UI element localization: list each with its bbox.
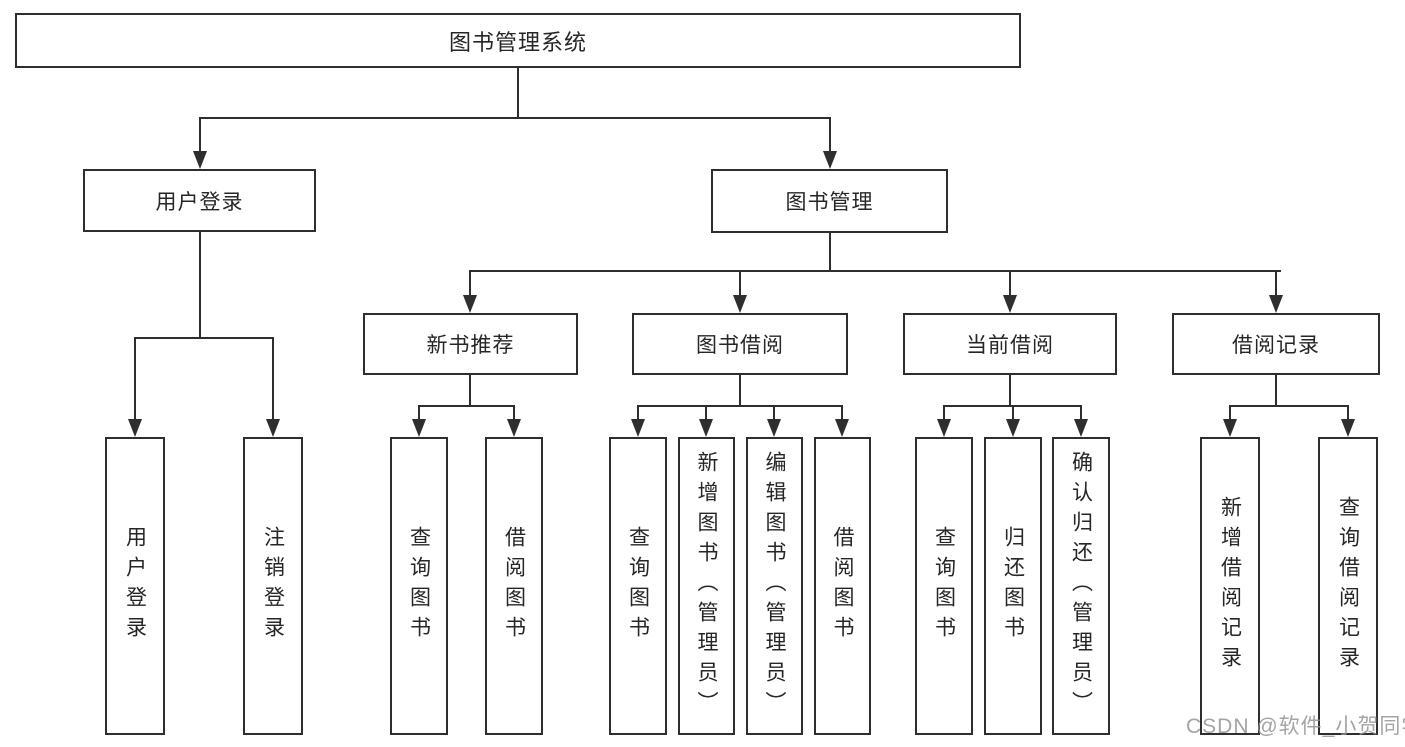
- leaf-bb-query-book: 查询图书: [609, 437, 667, 735]
- connector-book-borrow-stem: [739, 375, 741, 406]
- connector-user-login-hbar: [134, 337, 274, 339]
- leaf-label: 新增图书（管理员）: [695, 451, 718, 721]
- leaf-cb-confirm-return-admin: 确认归还（管理员）: [1052, 437, 1110, 735]
- leaf-logout: 注销登录: [243, 437, 303, 735]
- connector-arrow-bb-query: [631, 405, 645, 437]
- leaf-nb-query-book: 查询图书: [390, 437, 448, 735]
- connector-current-borrow-stem: [1009, 375, 1011, 406]
- leaf-label: 借阅图书: [831, 526, 854, 646]
- connector-arrow-bb-borrow: [835, 405, 849, 437]
- connector-book-mgmt-hbar: [469, 270, 1281, 272]
- connector-book-borrow-hbar: [637, 405, 843, 407]
- connector-book-mgmt-stem: [829, 233, 831, 271]
- leaf-label: 查询图书: [407, 526, 431, 646]
- connector-root-hbar: [199, 117, 831, 119]
- connector-arrow-current-borrow: [1003, 270, 1017, 313]
- node-label: 当前借阅: [966, 334, 1054, 357]
- leaf-label: 用户登录: [123, 526, 147, 646]
- leaf-label: 查询图书: [932, 526, 956, 646]
- connector-borrow-records-stem: [1275, 375, 1277, 406]
- connector-arrow-bb-edit: [767, 405, 781, 437]
- node-user-login: 用户登录: [83, 169, 316, 232]
- connector-arrow-book-mgmt: [823, 117, 837, 169]
- node-library-management-system: 图书管理系统: [15, 13, 1021, 68]
- connector-arrow-cb-confirm: [1074, 405, 1088, 437]
- leaf-bb-borrow-book: 借阅图书: [814, 437, 871, 735]
- leaf-label: 注销登录: [261, 526, 285, 646]
- leaf-br-add-record: 新增借阅记录: [1200, 437, 1260, 735]
- leaf-nb-borrow-book: 借阅图书: [485, 437, 543, 735]
- leaf-label: 借阅图书: [502, 526, 526, 646]
- leaf-label: 确认归还（管理员）: [1069, 451, 1093, 721]
- connector-arrow-br-query: [1341, 405, 1355, 437]
- node-label: 图书管理系统: [448, 29, 587, 55]
- leaf-label: 编辑图书（管理员）: [763, 451, 786, 721]
- leaf-user-login: 用户登录: [105, 437, 165, 735]
- leaf-cb-query-book: 查询图书: [915, 437, 973, 735]
- connector-arrow-ul-logout: [266, 337, 280, 437]
- leaf-label: 查询借阅记录: [1336, 496, 1360, 676]
- node-new-book-rec: 新书推荐: [363, 313, 578, 375]
- connector-root-stem: [517, 68, 519, 118]
- connector-arrow-book-borrow: [733, 270, 747, 313]
- leaf-bb-edit-book-admin: 编辑图书（管理员）: [746, 437, 803, 735]
- connector-arrow-nb-query: [412, 405, 426, 437]
- leaf-label: 归还图书: [1001, 526, 1025, 646]
- leaf-label: 查询图书: [626, 526, 650, 646]
- connector-arrow-cb-return: [1006, 405, 1020, 437]
- connector-arrow-bb-add: [699, 405, 713, 437]
- leaf-bb-add-book-admin: 新增图书（管理员）: [678, 437, 735, 735]
- connector-arrow-ul-login: [128, 337, 142, 437]
- connector-arrow-borrow-records: [1269, 270, 1283, 313]
- node-label: 图书借阅: [696, 334, 784, 357]
- connector-arrow-cb-query: [937, 405, 951, 437]
- connector-new-book-rec-stem: [469, 375, 471, 406]
- node-label: 图书管理: [785, 191, 874, 214]
- csdn-watermark: CSDN @软件_小贺同学: [1186, 715, 1405, 738]
- node-label: 新书推荐: [426, 334, 515, 357]
- connector-borrow-records-hbar: [1229, 405, 1349, 407]
- connector-user-login-stem: [199, 232, 201, 338]
- leaf-label: 新增借阅记录: [1218, 496, 1242, 676]
- node-borrow-records: 借阅记录: [1172, 313, 1380, 375]
- leaf-br-query-record: 查询借阅记录: [1318, 437, 1378, 735]
- node-book-mgmt: 图书管理: [711, 169, 948, 233]
- node-label: 借阅记录: [1232, 334, 1320, 357]
- connector-arrow-new-book-rec: [463, 270, 477, 313]
- connector-arrow-nb-borrow: [507, 405, 521, 437]
- leaf-cb-return-book: 归还图书: [984, 437, 1042, 735]
- connector-arrow-user-login: [193, 117, 207, 169]
- node-label: 用户登录: [155, 190, 244, 214]
- node-book-borrow: 图书借阅: [632, 313, 848, 375]
- node-current-borrow: 当前借阅: [903, 313, 1117, 375]
- connector-new-book-rec-hbar: [418, 405, 515, 407]
- connector-arrow-br-add: [1223, 405, 1237, 437]
